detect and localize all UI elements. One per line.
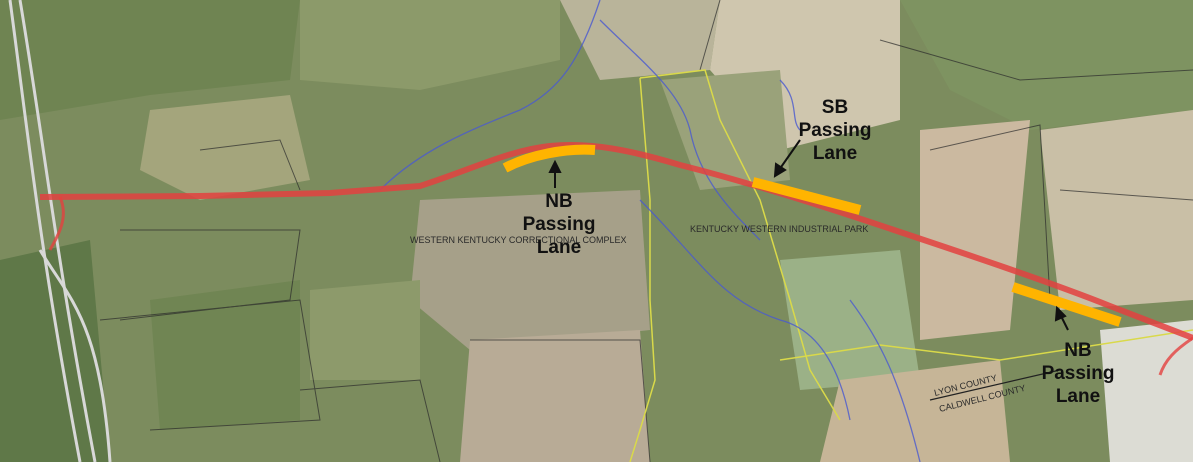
nb-passing-lane-east	[1011, 282, 1122, 327]
alignment-spur-east	[1158, 336, 1193, 376]
map-label-complex: WESTERN KENTUCKY CORRECTIONAL COMPLEX	[410, 235, 627, 245]
highway-alignment	[39, 141, 1193, 341]
arrow-head-nb-west	[548, 159, 562, 173]
arrow-sb	[778, 139, 801, 171]
callout-nb-west-line1: NB	[545, 191, 573, 212]
nb-passing-lane-west	[502, 144, 596, 173]
callout-sb-line2: Passing	[798, 120, 872, 141]
county-boundary	[629, 69, 1193, 462]
callout-sb-line3: Lane	[812, 143, 858, 164]
callout-nb-west-line3: Lane	[536, 237, 582, 258]
callout-nb-east-line1: NB	[1064, 340, 1092, 361]
map-label-park: KENTUCKY WESTERN INDUSTRIAL PARK	[690, 224, 868, 234]
parcel-lines	[99, 0, 1193, 462]
callout-nb-east-line3: Lane	[1055, 386, 1101, 407]
callout-nb-east: NB Passing Lane	[1033, 339, 1123, 408]
callout-nb-west: NB Passing Lane	[514, 190, 604, 259]
callout-arrows	[548, 139, 1069, 331]
arrow-head-sb	[773, 162, 787, 178]
county-line	[929, 369, 1061, 401]
interstate	[8, 0, 112, 462]
sb-passing-lane	[751, 177, 862, 215]
alignment-spur	[48, 196, 65, 251]
callout-nb-east-line2: Passing	[1041, 363, 1115, 384]
callout-sb-line1: SB	[821, 97, 849, 118]
streams	[379, 0, 921, 462]
arrow-head-nb-east	[1054, 305, 1067, 322]
callout-nb-west-line2: Passing	[522, 214, 596, 235]
callout-sb: SB Passing Lane	[790, 96, 880, 165]
